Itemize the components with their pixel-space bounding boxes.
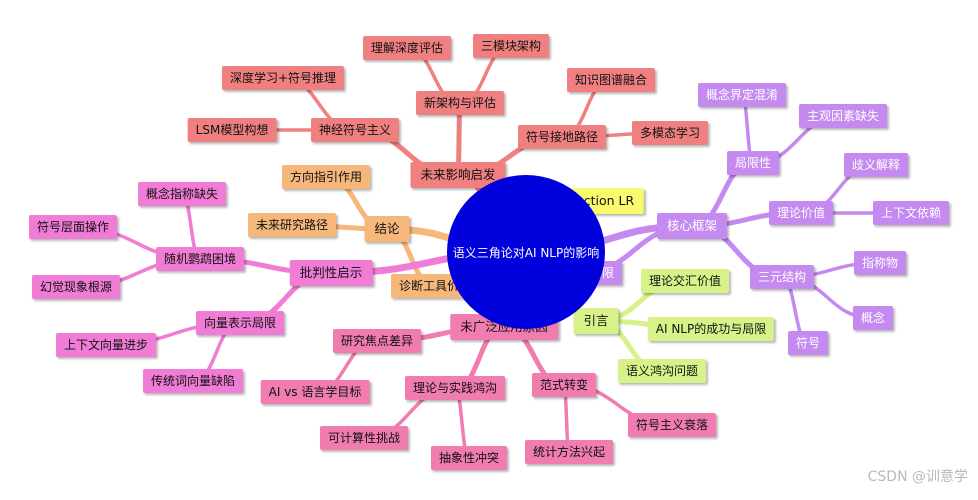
branch-node-weilai[interactable]: 未来影响启发 [410, 162, 506, 188]
subtopic-node[interactable]: 符号主义衰落 [627, 413, 717, 437]
topic-node[interactable]: 方向指引作用 [281, 165, 371, 189]
topic-node[interactable]: 未来研究路径 [247, 213, 337, 237]
topic-node[interactable]: 理论价值 [768, 201, 834, 225]
subtopic-node[interactable]: 统计方法兴起 [524, 440, 614, 464]
subtopic-node[interactable]: 三模块架构 [472, 34, 550, 58]
topic-node[interactable]: 神经符号主义 [310, 118, 400, 142]
subtopic-node[interactable]: 理解深度评估 [362, 36, 452, 60]
topic-node[interactable]: 局限性 [726, 151, 780, 175]
branch-node-hexin[interactable]: 核心框架 [656, 213, 728, 239]
topic-node[interactable]: 范式转变 [531, 373, 597, 397]
branch-node-yinyan[interactable]: 引言 [573, 308, 619, 334]
subtopic-node[interactable]: 指称物 [853, 251, 907, 275]
topic-node[interactable]: 三元结构 [749, 265, 815, 289]
subtopic-node[interactable]: 概念界定混淆 [697, 83, 787, 107]
root-node-label: 语义三角论对AI NLP的影响 [452, 245, 600, 260]
subtopic-node[interactable]: 上下文依赖 [872, 201, 950, 225]
subtopic-node[interactable]: 传统词向量缺陷 [142, 369, 244, 393]
subtopic-node[interactable]: LSM模型构想 [187, 118, 277, 142]
subtopic-node[interactable]: 抽象性冲突 [430, 446, 508, 470]
topic-node[interactable]: 向量表示局限 [195, 311, 285, 335]
subtopic-node[interactable]: 幻觉现象根源 [31, 275, 121, 299]
subtopic-node[interactable]: 符号层面操作 [28, 215, 118, 239]
subtopic-node[interactable]: 深度学习+符号推理 [221, 66, 345, 90]
subtopic-node[interactable]: 概念指称缺失 [137, 182, 227, 206]
subtopic-node[interactable]: 符号 [787, 331, 829, 355]
topic-node[interactable]: AI NLP的成功与局限 [647, 317, 775, 341]
topic-node[interactable]: 语义鸿沟问题 [617, 359, 707, 383]
watermark: CSDN @训意学 [867, 469, 968, 485]
topic-node[interactable]: 理论交汇价值 [640, 269, 730, 293]
subtopic-node[interactable]: 可计算性挑战 [319, 426, 409, 450]
topic-node[interactable]: 研究焦点差异 [332, 329, 422, 353]
subtopic-node[interactable]: 上下文向量进步 [55, 333, 157, 357]
subtopic-node[interactable]: 知识图谱融合 [566, 68, 656, 92]
root-node[interactable]: 语义三角论对AI NLP的影响 [447, 175, 605, 329]
branch-node-pipan[interactable]: 批判性启示 [289, 260, 373, 286]
topic-node[interactable]: 符号接地路径 [517, 125, 607, 149]
subtopic-node[interactable]: 概念 [852, 306, 894, 330]
topic-node[interactable]: 理论与实践鸿沟 [404, 376, 506, 400]
subtopic-node[interactable]: 歧义解释 [843, 153, 909, 177]
subtopic-node[interactable]: 主观因素缺失 [798, 104, 888, 128]
subtopic-node[interactable]: AI vs 语言学目标 [260, 380, 370, 404]
subtopic-node[interactable]: 多模态学习 [631, 121, 709, 145]
topic-node[interactable]: 新架构与评估 [415, 91, 505, 115]
topic-node[interactable]: 随机鹦鹉困境 [155, 247, 245, 271]
branch-node-jielun[interactable]: 结论 [364, 216, 410, 242]
